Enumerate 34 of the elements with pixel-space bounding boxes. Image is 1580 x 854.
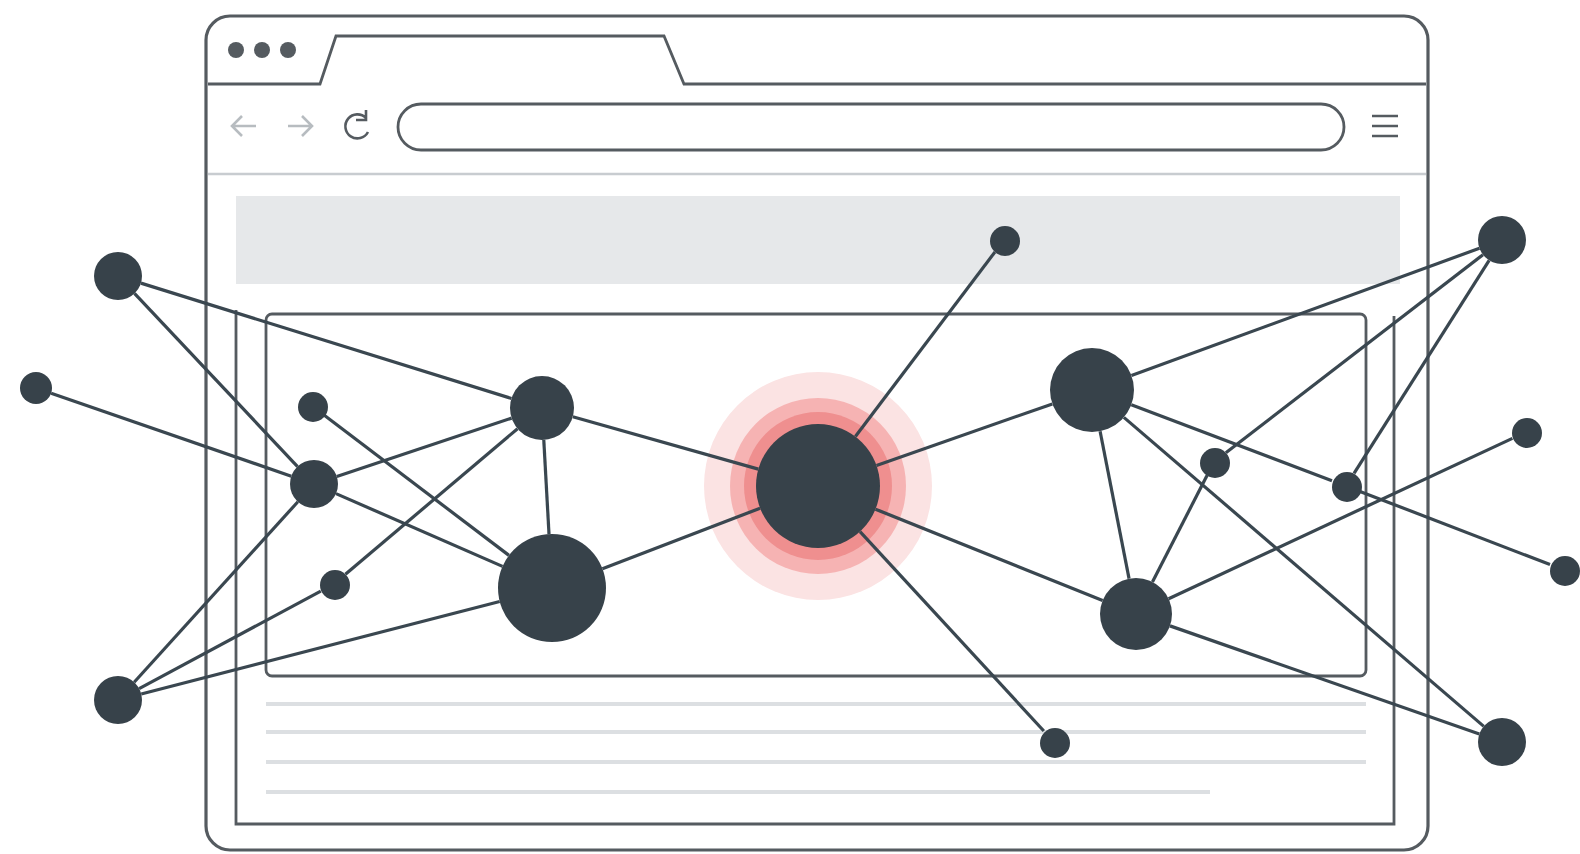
connector-line [335,492,504,568]
connector-line [601,506,761,571]
connector-line [336,416,513,478]
connector-line [140,281,512,400]
connector-line [323,413,510,557]
connector-line [1224,253,1484,455]
connector-line [875,402,1053,467]
connector-line [1151,474,1209,583]
connector-line [858,530,1045,733]
connector-line [1130,403,1333,483]
connector-line [1169,624,1480,736]
connector-line [572,415,759,471]
connector-line [138,589,322,691]
connector-line [874,507,1104,603]
connector-line [854,251,997,438]
network-node-circle [1549,555,1579,585]
connector-line [542,439,551,535]
network-node-circle [94,676,142,724]
connector-line [1130,246,1480,378]
connector-line [132,500,300,684]
connector-line [1122,416,1485,728]
network-node-circle [20,372,52,404]
connector-line [140,599,501,696]
connector-line [50,391,292,478]
connector-line [133,292,299,468]
network-node-circle [1478,718,1526,766]
connector-line [344,427,519,576]
network-node-circle [94,252,142,300]
connector-line [1167,436,1514,601]
network-node-circle [1478,216,1526,264]
connector-line [1359,489,1551,567]
connector-line [1352,259,1491,475]
network-node-circle [1511,417,1541,447]
connector-line [1098,430,1131,579]
